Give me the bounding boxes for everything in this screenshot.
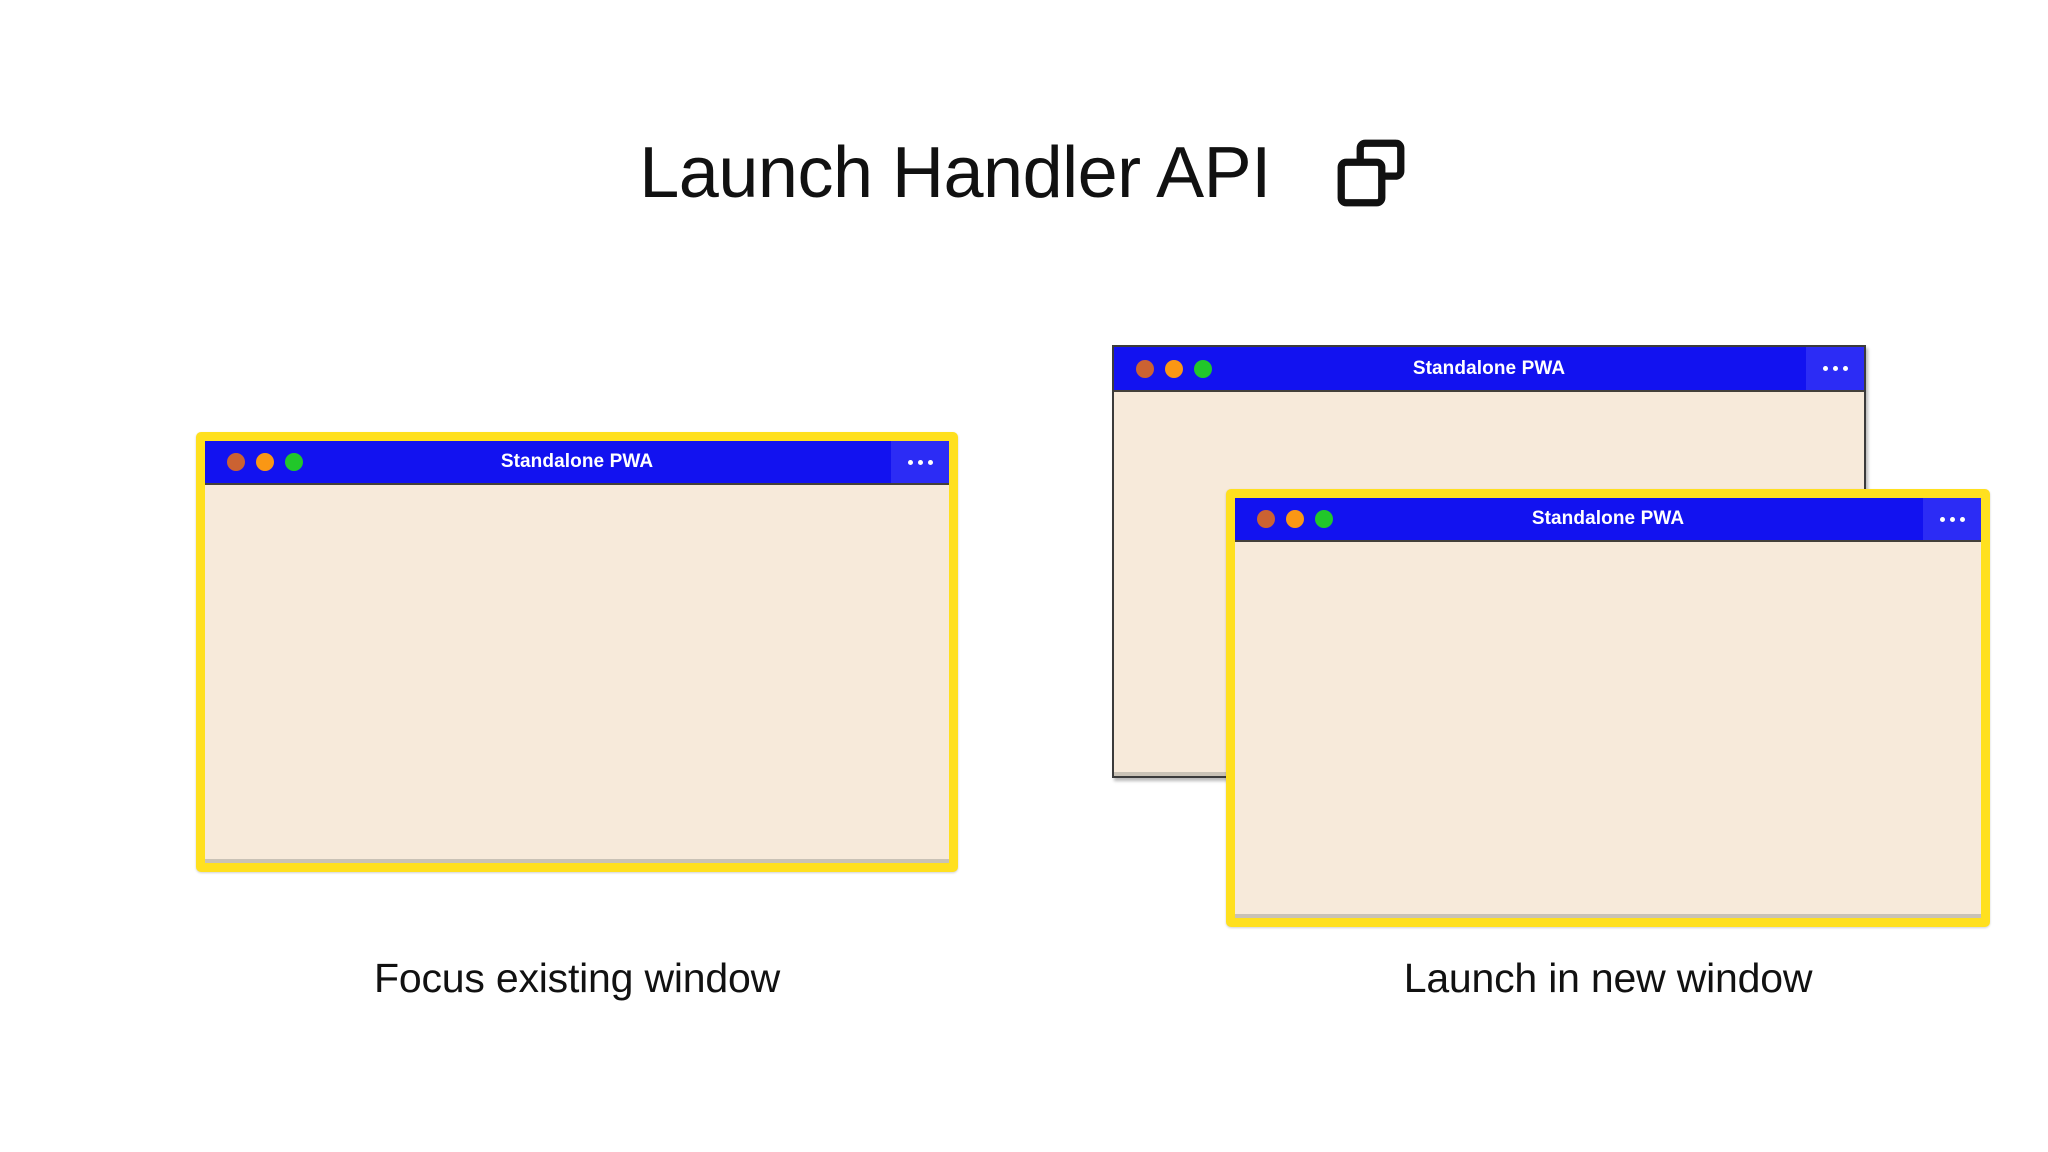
menu-dot-icon (1822, 366, 1828, 371)
menu-dot-icon (1832, 366, 1838, 371)
caption-launch-new-window: Launch in new window (1403, 955, 1813, 1001)
menu-dot-icon (907, 459, 913, 465)
page-title: Launch Handler API (639, 133, 1271, 213)
menu-dot-icon (1939, 516, 1945, 522)
window-title: Standalone PWA (1412, 357, 1566, 379)
close-button-icon[interactable] (1257, 510, 1275, 528)
zoom-button-icon[interactable] (1315, 510, 1333, 528)
window-title: Standalone PWA (1531, 508, 1685, 529)
traffic-light-group (227, 453, 303, 471)
menu-dot-icon (917, 459, 923, 465)
overflow-menu-button[interactable] (1806, 347, 1864, 390)
menu-dot-icon (1959, 516, 1965, 522)
window-content-area (1235, 540, 1981, 918)
zoom-button-icon[interactable] (1194, 359, 1212, 378)
minimize-button-icon[interactable] (1165, 359, 1183, 378)
caption-focus-existing: Focus existing window (374, 955, 780, 1001)
minimize-button-icon[interactable] (256, 453, 274, 471)
traffic-light-group (1136, 359, 1212, 378)
page-header: Launch Handler API (0, 118, 2048, 228)
overlapping-windows-icon (1337, 139, 1405, 207)
close-button-icon[interactable] (227, 453, 245, 471)
menu-dot-icon (927, 459, 933, 465)
window-title: Standalone PWA (500, 451, 654, 472)
overflow-menu-button[interactable] (1923, 498, 1981, 540)
menu-dot-icon (1949, 516, 1955, 522)
zoom-button-icon[interactable] (285, 453, 303, 471)
close-button-icon[interactable] (1136, 359, 1154, 378)
standalone-pwa-window-focused[interactable]: Standalone PWA (196, 432, 958, 872)
traffic-light-group (1257, 510, 1333, 528)
window-titlebar[interactable]: Standalone PWA (1114, 347, 1864, 390)
window-titlebar[interactable]: Standalone PWA (205, 441, 949, 483)
window-titlebar[interactable]: Standalone PWA (1235, 498, 1981, 540)
standalone-pwa-window-new[interactable]: Standalone PWA (1226, 489, 1990, 927)
overflow-menu-button[interactable] (891, 441, 949, 483)
window-content-area (205, 483, 949, 863)
minimize-button-icon[interactable] (1286, 510, 1304, 528)
menu-dot-icon (1842, 366, 1848, 371)
